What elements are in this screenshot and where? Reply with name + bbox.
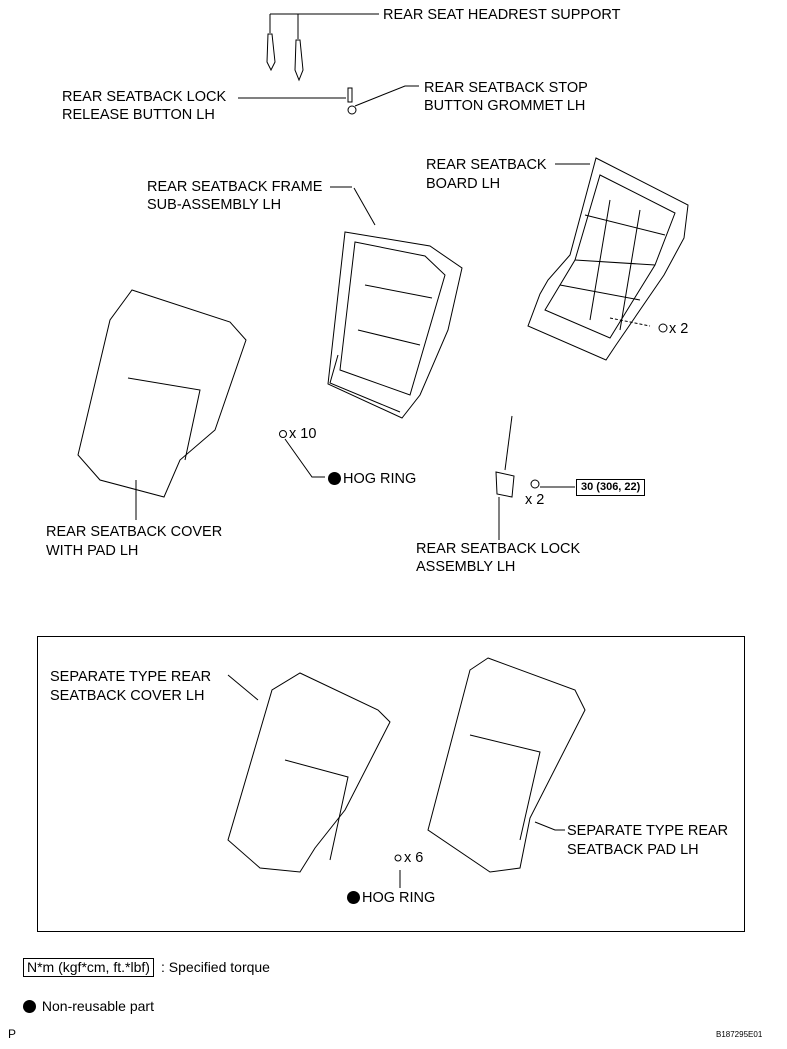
label-lock-release-line1: REAR SEATBACK LOCK bbox=[62, 89, 227, 105]
label-inset-hog-ring: HOG RING bbox=[347, 889, 435, 907]
label-frame-line2: SUB-ASSEMBLY LH bbox=[147, 197, 282, 213]
label-hog-ring: HOG RING bbox=[328, 470, 416, 488]
lock-release-button-part bbox=[238, 87, 353, 103]
legend-nonreusable-text: Non-reusable part bbox=[41, 998, 154, 1014]
label-cover-line2: WITH PAD LH bbox=[46, 543, 139, 559]
label-board-line1: REAR SEATBACK bbox=[426, 157, 547, 173]
label-lock-line2: ASSEMBLY LH bbox=[416, 559, 516, 575]
label-stop-grommet-line2: BUTTON GROMMET LH bbox=[424, 98, 586, 114]
label-inset-hog-ring-text: HOG RING bbox=[362, 890, 436, 906]
label-sep-cover-line1: SEPARATE TYPE REAR bbox=[50, 669, 212, 685]
label-board-line2: BOARD LH bbox=[426, 176, 501, 192]
page-letter: P bbox=[8, 1027, 17, 1041]
label-lock-qty: x 2 bbox=[525, 492, 545, 508]
headrest-support-parts bbox=[266, 13, 379, 82]
non-reusable-dot-icon bbox=[23, 1000, 36, 1013]
label-board-qty: x 2 bbox=[669, 321, 689, 337]
legend-nonreusable: Non-reusable part bbox=[23, 997, 154, 1015]
label-hog-ring-text: HOG RING bbox=[343, 471, 417, 487]
separate-cover-part bbox=[227, 672, 391, 873]
label-inset-hog-ring-qty: x 6 bbox=[404, 850, 424, 866]
label-headrest-support: REAR SEAT HEADREST SUPPORT bbox=[383, 7, 621, 23]
seatback-lock-part bbox=[495, 415, 575, 540]
torque-value-box: 30 (306, 22) bbox=[576, 479, 646, 496]
legend-torque-unit: N*m (kgf*cm, ft.*lbf) bbox=[23, 958, 154, 977]
non-reusable-dot-icon bbox=[328, 472, 341, 485]
inset-hog-ring-part bbox=[394, 854, 402, 888]
stop-button-grommet-part bbox=[347, 85, 419, 115]
label-sep-pad-line1: SEPARATE TYPE REAR bbox=[567, 823, 729, 839]
label-sep-pad-line2: SEATBACK PAD LH bbox=[567, 842, 699, 858]
seatback-frame-part bbox=[327, 186, 463, 419]
hog-ring-part bbox=[279, 430, 325, 478]
label-lock-line1: REAR SEATBACK LOCK bbox=[416, 541, 581, 557]
separate-type-inset bbox=[37, 636, 745, 932]
non-reusable-dot-icon bbox=[347, 891, 360, 904]
separate-pad-part bbox=[427, 657, 586, 873]
label-cover-line1: REAR SEATBACK COVER bbox=[46, 524, 223, 540]
legend-torque-text: : Specified torque bbox=[161, 959, 270, 975]
label-frame-line1: REAR SEATBACK FRAME bbox=[147, 179, 323, 195]
seatback-board-part bbox=[527, 157, 689, 361]
label-stop-grommet-line1: REAR SEATBACK STOP bbox=[424, 80, 588, 96]
seatback-cover-pad-part bbox=[77, 289, 247, 520]
label-hog-ring-qty: x 10 bbox=[289, 426, 317, 442]
label-lock-release-line2: RELEASE BUTTON LH bbox=[62, 107, 215, 123]
label-sep-cover-line2: SEATBACK COVER LH bbox=[50, 688, 205, 704]
figure-id: B187295E01 bbox=[716, 1030, 763, 1039]
